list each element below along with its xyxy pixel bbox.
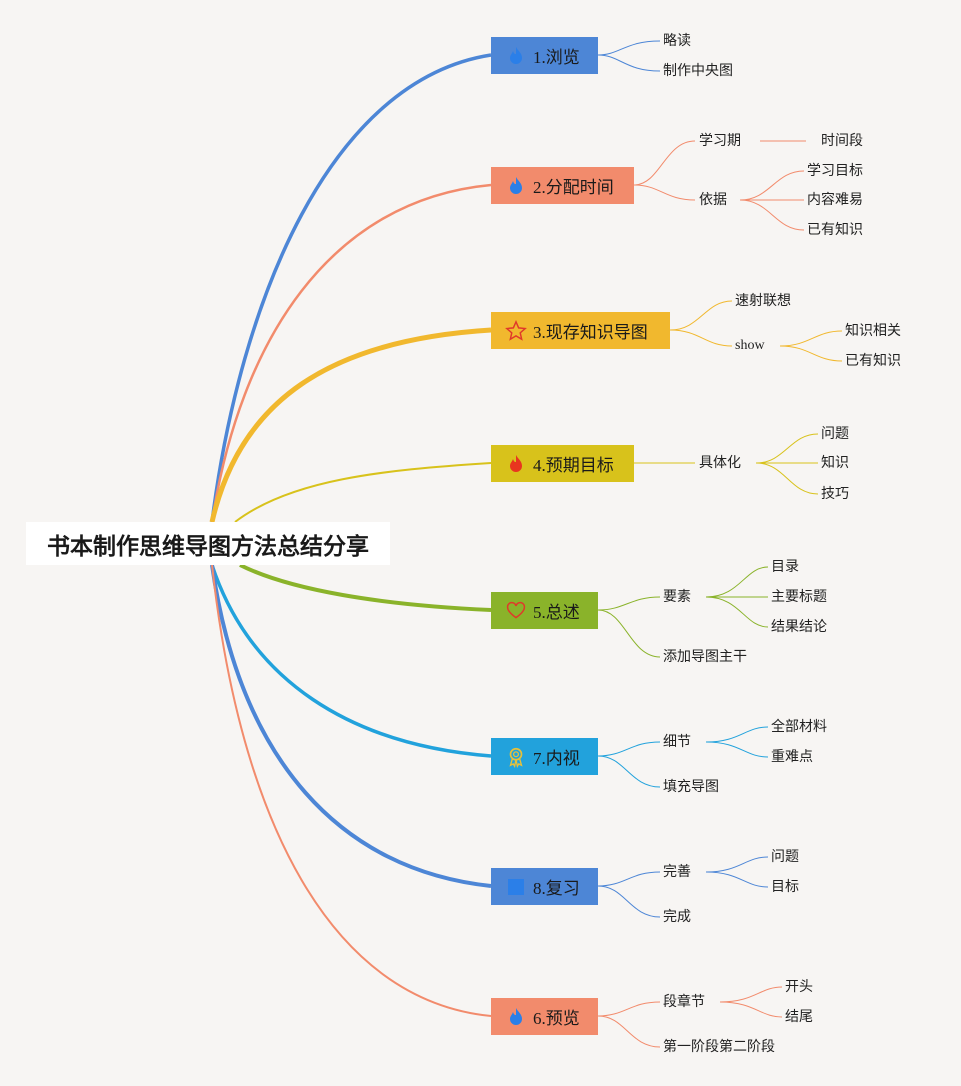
leaf-b4-jutihua[interactable]: 具体化 [699,455,741,471]
leaf-b1-0[interactable]: 略读 [663,33,691,49]
leaf-b8-wancheng[interactable]: 完成 [663,909,691,925]
link-root-b2 [210,183,492,523]
branch-6-label: 6.预览 [533,1009,580,1028]
leaf-b7-xijie[interactable]: 细节 [663,734,691,750]
branch-4-label: 4.预期目标 [533,456,614,475]
leaf-b5-tianjia[interactable]: 添加导图主干 [663,649,747,665]
leaf-b8-wanshan-1[interactable]: 目标 [771,879,799,895]
leaf-b7-xijie-1[interactable]: 重难点 [771,749,813,765]
flame-icon [505,1006,527,1028]
branch-6[interactable]: 6.预览 [491,998,598,1035]
leaf-b1-1[interactable]: 制作中央图 [663,63,733,79]
leaf-b2-xuexiqi[interactable]: 学习期 [699,133,741,149]
branch-5[interactable]: 5.总述 [491,592,598,629]
link-root-b1 [210,53,492,523]
root-topic[interactable]: 书本制作思维导图方法总结分享 [26,522,390,565]
leaf-b6-duan-0[interactable]: 开头 [785,979,813,995]
leaf-b2-yiju-0[interactable]: 学习目标 [807,163,863,179]
branch-2-label: 2.分配时间 [533,178,614,197]
leaf-b4-2[interactable]: 技巧 [821,486,849,502]
branch-4[interactable]: 4.预期目标 [491,445,634,482]
star-icon [505,319,527,342]
leaf-b5-yaosu-0[interactable]: 目录 [771,559,799,575]
leaf-b2-yiju-1[interactable]: 内容难易 [807,192,863,208]
heart-icon [505,600,527,622]
leaf-b3-show[interactable]: show [735,338,765,353]
link-root-b7 [210,564,492,758]
branch-1-label: 1.浏览 [533,48,580,67]
leaf-b6-duanzhangjie[interactable]: 段章节 [663,994,705,1010]
leaf-b7-xijie-0[interactable]: 全部材料 [771,719,827,735]
flame-icon [505,45,527,67]
branch-8-label: 8.复习 [533,879,580,898]
leaf-b2-yiju-2[interactable]: 已有知识 [807,222,863,238]
branch-7-label: 7.内视 [533,749,580,768]
leaf-b4-0[interactable]: 问题 [821,426,849,442]
leaf-b3-show-1[interactable]: 已有知识 [845,353,901,369]
medal-icon [505,746,527,768]
square-icon [505,876,527,898]
branch-1[interactable]: 1.浏览 [491,37,598,74]
leaf-b2-shijianduan[interactable]: 时间段 [821,133,863,149]
leaf-b6-jieduan[interactable]: 第一阶段第二阶段 [663,1039,775,1055]
branch-5-label: 5.总述 [533,603,580,622]
branch-3-label: 3.现存知识导图 [533,323,648,342]
link-root-b6 [211,564,492,1017]
leaf-b4-1[interactable]: 知识 [821,455,849,471]
branch-3[interactable]: 3.现存知识导图 [491,312,670,349]
leaf-b8-wanshan[interactable]: 完善 [663,864,691,880]
leaf-b5-yaosu-2[interactable]: 结果结论 [771,619,827,635]
link-root-b4 [234,462,492,523]
branch-8[interactable]: 8.复习 [491,868,598,905]
leaf-b7-tianchong[interactable]: 填充导图 [663,779,719,795]
flame-icon [505,453,527,475]
leaf-b3-show-0[interactable]: 知识相关 [845,323,901,339]
leaf-b2-yiju[interactable]: 依据 [699,192,727,208]
branch-2[interactable]: 2.分配时间 [491,167,634,204]
link-root-b3 [209,327,492,523]
leaf-b6-duan-1[interactable]: 结尾 [785,1009,813,1025]
leaf-b3-sushe[interactable]: 速射联想 [735,293,791,309]
leaf-b5-yaosu-1[interactable]: 主要标题 [771,589,827,605]
link-root-b8 [210,564,492,888]
leaf-b5-yaosu[interactable]: 要素 [663,589,691,605]
link-root-b5 [239,563,492,612]
flame-icon [505,175,527,197]
branch-7[interactable]: 7.内视 [491,738,598,775]
leaf-b8-wanshan-0[interactable]: 问题 [771,849,799,865]
